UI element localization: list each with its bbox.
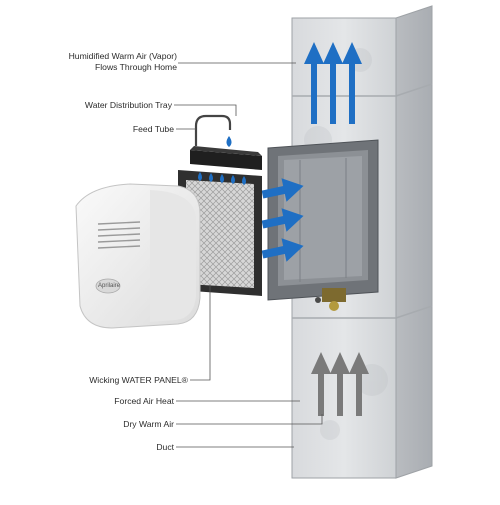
leader-lines <box>174 62 323 448</box>
water-distribution-tray <box>190 146 262 170</box>
water-drop-icon <box>220 174 224 183</box>
water-drop-icon <box>226 136 232 147</box>
humidifier-cover <box>75 183 201 329</box>
water-drop-icon <box>198 172 202 181</box>
label-forced-air-heat: Forced Air Heat <box>114 396 174 406</box>
water-drop-icon <box>231 175 235 184</box>
label-dry-warm-air: Dry Warm Air <box>123 419 174 429</box>
vapor-arrow-icon <box>342 42 362 124</box>
airflow-arrow-icon <box>261 208 304 232</box>
airflow-arrows <box>261 178 304 262</box>
brand-logo-text: Aprilaire <box>98 283 121 289</box>
label-humidified-line-2: Flows Through Home <box>95 62 177 72</box>
dry-air-arrow-icon <box>330 352 350 416</box>
label-duct: Duct <box>156 442 174 452</box>
water-drop-icon <box>209 173 213 182</box>
dry-air-arrows <box>311 352 369 416</box>
water-drop-icon <box>242 176 246 185</box>
label-humidified-warm-air: Humidified Warm Air (Vapor) Flows Throug… <box>69 51 177 73</box>
airflow-arrow-icon <box>261 238 304 262</box>
label-water-distribution-tray: Water Distribution Tray <box>84 100 172 110</box>
vapor-arrow-icon <box>304 42 324 124</box>
dry-air-arrow-icon <box>349 352 369 416</box>
drain-fitting <box>315 288 346 311</box>
vapor-arrows <box>304 42 362 124</box>
feed-tube <box>194 114 232 147</box>
label-humidified-line-1: Humidified Warm Air (Vapor) <box>68 51 177 61</box>
label-feed-tube: Feed Tube <box>132 124 174 134</box>
vent-grille <box>97 221 141 249</box>
water-drops <box>198 172 246 185</box>
airflow-arrow-icon <box>261 178 304 202</box>
humidifier-mounting-box <box>267 139 379 311</box>
vapor-arrow-icon <box>323 42 343 124</box>
brand-logo <box>95 278 121 294</box>
dry-air-arrow-icon <box>311 352 331 416</box>
label-wicking-water-panel: Wicking WATER PANEL® <box>89 375 188 385</box>
